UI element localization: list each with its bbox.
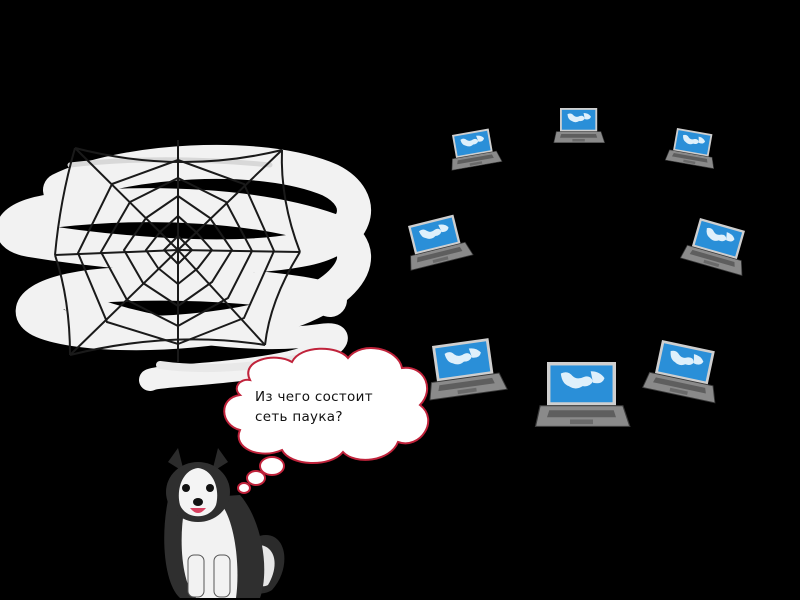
thought-cloud	[223, 347, 430, 465]
thought-dot	[259, 456, 285, 476]
thought-dot	[246, 470, 266, 486]
speech-line-1: Из чего состоит	[255, 389, 373, 405]
spider-web-icon	[54, 140, 301, 362]
speech-bubble-text: Из чего состоит сеть паука?	[255, 387, 405, 427]
thought-dot	[237, 482, 251, 494]
speech-line-2: сеть паука?	[255, 409, 343, 425]
